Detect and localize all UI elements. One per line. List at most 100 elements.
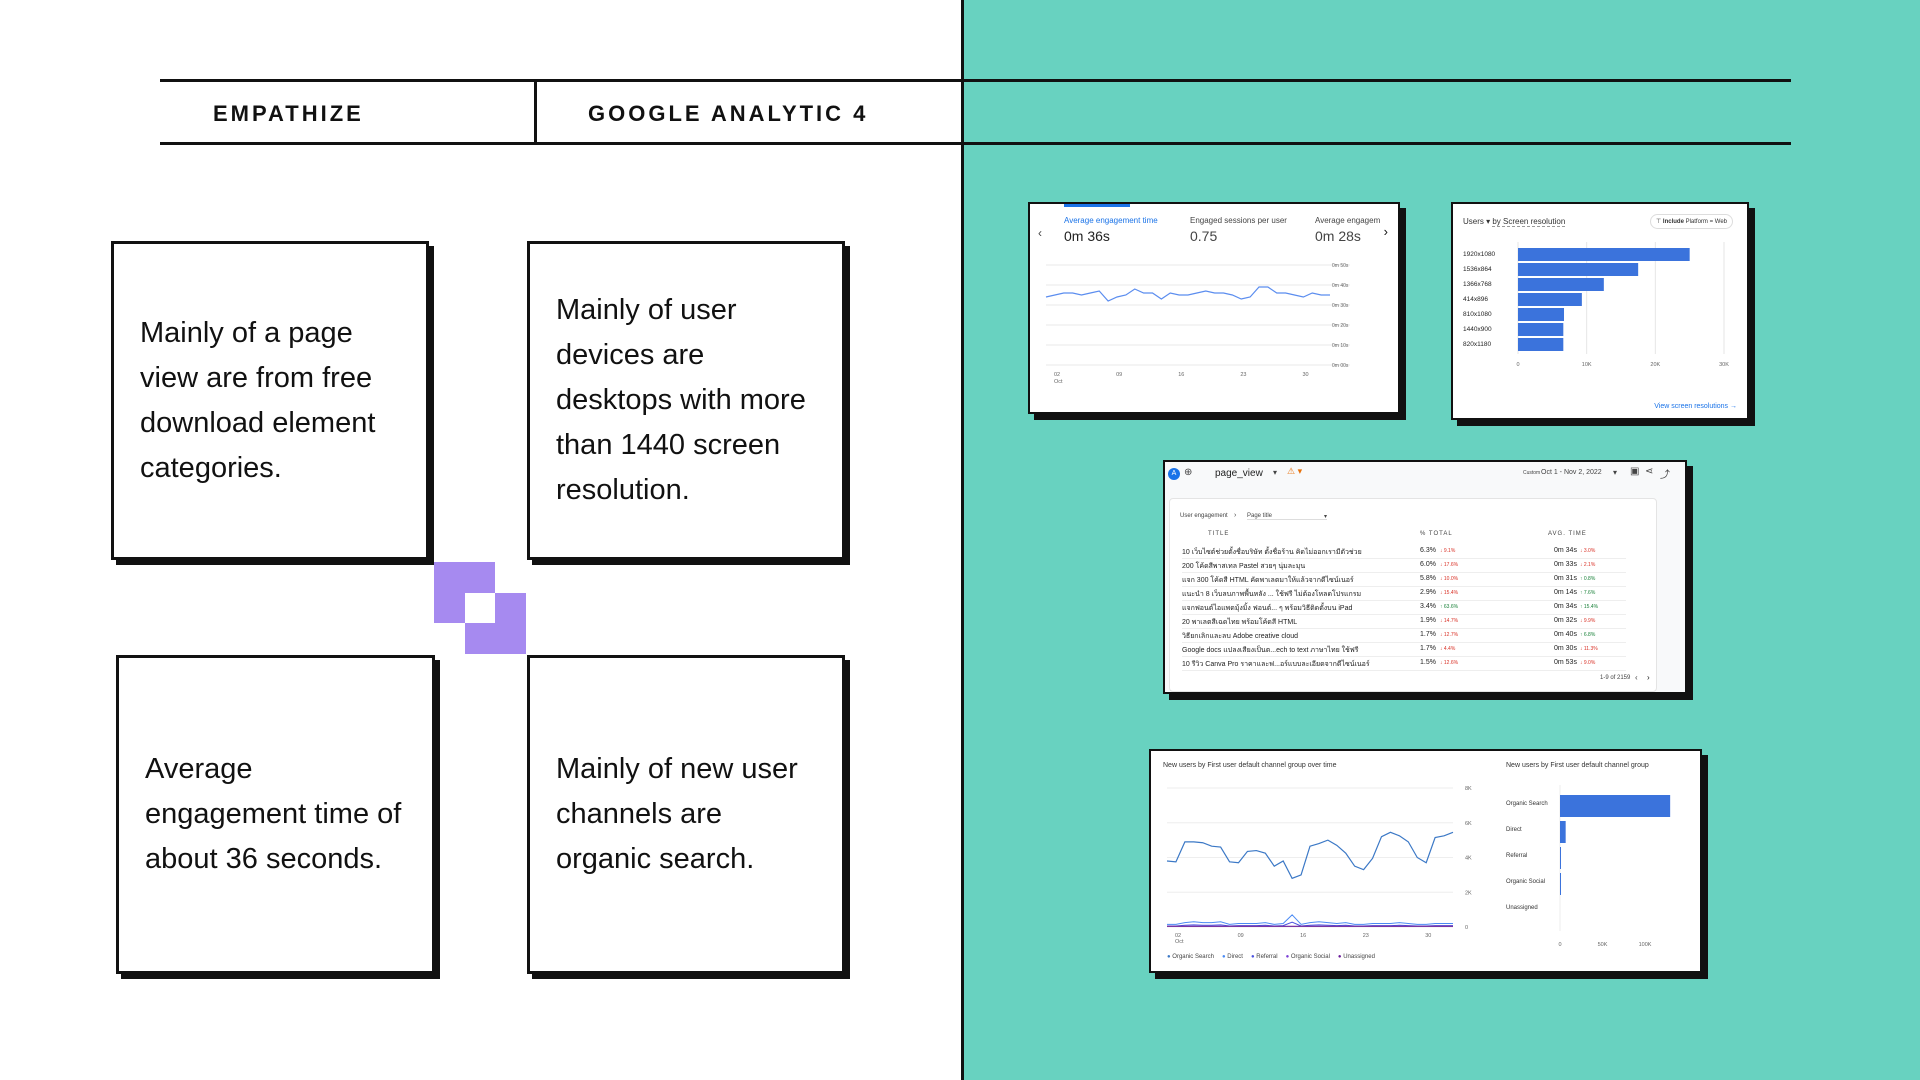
chart-legend: ● Organic Search ● Direct ● Referral ● Orga…: [1167, 954, 1375, 960]
breadcrumb[interactable]: User engagement: [1180, 513, 1228, 519]
bar: [1560, 821, 1566, 843]
row-time: 0m 34s: [1554, 547, 1577, 554]
table-row[interactable]: แนะนำ 8 เว็บลบภาพพื้นหลัง ... ใช้ฟรี ไม่…: [1182, 587, 1626, 601]
bar: [1518, 338, 1564, 351]
y-tick: 0m 20s: [1332, 323, 1349, 329]
metric-label[interactable]: Average engagem: [1315, 216, 1381, 225]
row-time-change: ↓ 3.0%: [1580, 548, 1596, 554]
x-tick: 0: [1516, 362, 1519, 368]
metric-label[interactable]: Average engagement time: [1064, 216, 1158, 225]
dropdown-icon[interactable]: ▾: [1273, 468, 1278, 477]
insights-icon[interactable]: ⤴: [1660, 470, 1670, 481]
insight-text: Average engagement time of about 36 seco…: [145, 753, 402, 875]
next-page-icon[interactable]: ›: [1647, 673, 1650, 682]
header-top-rule: [160, 79, 1791, 82]
row-pct-change: ↑ 63.6%: [1440, 604, 1459, 610]
row-pct: 1.7%: [1420, 645, 1436, 652]
x-tick: 30K: [1719, 362, 1729, 368]
dropdown-icon[interactable]: ▾: [1613, 468, 1618, 477]
bar: [1518, 278, 1604, 291]
engagement-card: ‹ › Average engagement time 0m 36s Engag…: [1028, 202, 1400, 414]
metric-dropdown[interactable]: Users: [1463, 217, 1484, 226]
row-time-change: ↑ 6.8%: [1580, 632, 1596, 638]
bar-label: Referral: [1506, 853, 1527, 859]
legend-item[interactable]: ● Organic Social: [1285, 954, 1330, 960]
row-pct: 6.0%: [1420, 561, 1436, 568]
x-tick: 02: [1175, 933, 1181, 939]
row-pct: 5.8%: [1420, 575, 1436, 582]
bar-label: Organic Social: [1506, 879, 1545, 885]
legend-item[interactable]: ● Unassigned: [1337, 954, 1375, 960]
date-range-picker[interactable]: Oct 1 - Nov 2, 2022: [1541, 469, 1602, 476]
row-time: 0m 31s: [1554, 575, 1577, 582]
table-row[interactable]: แจก 300 โค้ดสี HTML คัดพาเลตมาให้แล้วจาก…: [1182, 573, 1626, 587]
row-time-change: ↓ 9.0%: [1580, 660, 1596, 666]
table-row[interactable]: วิธียกเลิกและลบ Adobe creative cloud 1.7…: [1182, 629, 1626, 643]
column-header[interactable]: TITLE: [1208, 531, 1230, 537]
chart-title: New users by First user default channel …: [1163, 762, 1337, 769]
row-title[interactable]: แจก 300 โค้ดสี HTML คัดพาเลตมาให้แล้วจาก…: [1182, 577, 1354, 584]
bar-label: Organic Search: [1506, 801, 1548, 807]
header-bottom-rule: [160, 142, 1791, 145]
row-title[interactable]: แจกฟอนต์ไอแพดมุ้งมิ้ง ฟอนต์... ๆ พร้อมวิ…: [1182, 605, 1353, 612]
x-tick: 23: [1363, 933, 1369, 939]
row-title[interactable]: 200 โค้ดสีพาสเทล Pastel สวยๆ นุ่มละมุน: [1182, 563, 1306, 570]
table-row[interactable]: Google docs แปลงเสียงเป็นต...ech to text…: [1182, 643, 1626, 657]
row-title[interactable]: Google docs แปลงเสียงเป็นต...ech to text…: [1182, 647, 1359, 654]
column-header[interactable]: % TOTAL: [1420, 531, 1453, 537]
bar: [1518, 308, 1565, 321]
legend-item[interactable]: ● Direct: [1221, 954, 1243, 960]
row-title[interactable]: 20 พาเลตสีเฉดไทย พร้อมโค้ดสี HTML: [1182, 619, 1298, 626]
row-pct: 1.9%: [1420, 617, 1436, 624]
row-title[interactable]: วิธียกเลิกและลบ Adobe creative cloud: [1182, 633, 1299, 640]
x-tick: 0: [1558, 942, 1561, 948]
insight-card-devices: Mainly of user devices are desktops with…: [527, 241, 845, 560]
table-row[interactable]: 10 เว็บไซต์ช่วยตั้งชื่อบริษัท ตั้งชื่อร้…: [1182, 545, 1626, 559]
row-title[interactable]: 10 เว็บไซต์ช่วยตั้งชื่อบริษัท ตั้งชื่อร้…: [1182, 549, 1362, 556]
row-title[interactable]: 10 รีวิว Canva Pro ราคาและฟ...อร์แบบละเอ…: [1182, 661, 1370, 668]
column-header[interactable]: AVG. TIME: [1548, 531, 1587, 537]
filter-chip[interactable]: ⊤ Include Platform = Web: [1650, 214, 1733, 229]
row-pct-change: ↓ 9.1%: [1440, 548, 1456, 554]
y-tick: 0m 30s: [1332, 303, 1349, 309]
bar-label: 1920x1080: [1463, 251, 1496, 258]
x-tick: 30: [1303, 372, 1309, 378]
prev-page-icon[interactable]: ‹: [1635, 673, 1638, 682]
table-row[interactable]: 10 รีวิว Canva Pro ราคาและฟ...อร์แบบละเอ…: [1182, 657, 1626, 671]
warning-icon[interactable]: ⚠ ▾: [1287, 466, 1303, 476]
row-pct-change: ↓ 10.0%: [1440, 576, 1459, 582]
event-selector[interactable]: page_view: [1215, 468, 1263, 479]
legend-item[interactable]: ● Organic Search: [1167, 954, 1214, 960]
x-tick: 23: [1240, 372, 1246, 378]
bar-label: Direct: [1506, 827, 1522, 833]
add-comparison-icon[interactable]: ⊕: [1184, 467, 1193, 478]
next-icon[interactable]: ›: [1383, 224, 1388, 239]
table-row[interactable]: 200 โค้ดสีพาสเทล Pastel สวยๆ นุ่มละมุน 6…: [1182, 559, 1626, 573]
table-row[interactable]: 20 พาเลตสีเฉดไทย พร้อมโค้ดสี HTML 1.9% ↓…: [1182, 615, 1626, 629]
row-pct-change: ↓ 12.6%: [1440, 660, 1459, 666]
avatar[interactable]: A: [1168, 468, 1180, 480]
row-pct: 6.3%: [1420, 547, 1436, 554]
bar: [1518, 263, 1639, 276]
x-tick: 09: [1116, 372, 1122, 378]
row-title[interactable]: แนะนำ 8 เว็บลบภาพพื้นหลัง ... ใช้ฟรี ไม่…: [1182, 591, 1362, 598]
customize-report-icon[interactable]: ▣: [1630, 466, 1640, 477]
share-icon[interactable]: ⋖: [1645, 466, 1654, 477]
table-row[interactable]: แจกฟอนต์ไอแพดมุ้งมิ้ง ฟอนต์... ๆ พร้อมวิ…: [1182, 601, 1626, 615]
y-tick: 6K: [1465, 821, 1472, 827]
x-tick: 16: [1300, 933, 1306, 939]
insight-text: Mainly of new user channels are organic …: [556, 753, 798, 875]
view-resolutions-link[interactable]: View screen resolutions →: [1654, 403, 1737, 410]
insight-card-channels: Mainly of new user channels are organic …: [527, 655, 845, 974]
row-time-change: ↓ 11.3%: [1580, 646, 1598, 652]
dimension-dropdown[interactable]: Page title▾: [1247, 513, 1327, 520]
row-pct-change: ↓ 17.6%: [1440, 562, 1459, 568]
prev-icon[interactable]: ‹: [1038, 226, 1042, 240]
legend-item[interactable]: ● Referral: [1250, 954, 1278, 960]
metric-label[interactable]: Engaged sessions per user: [1190, 216, 1287, 225]
pagination-label: 1-9 of 2159: [1600, 675, 1631, 681]
dimension-label[interactable]: by Screen resolution: [1492, 217, 1566, 227]
